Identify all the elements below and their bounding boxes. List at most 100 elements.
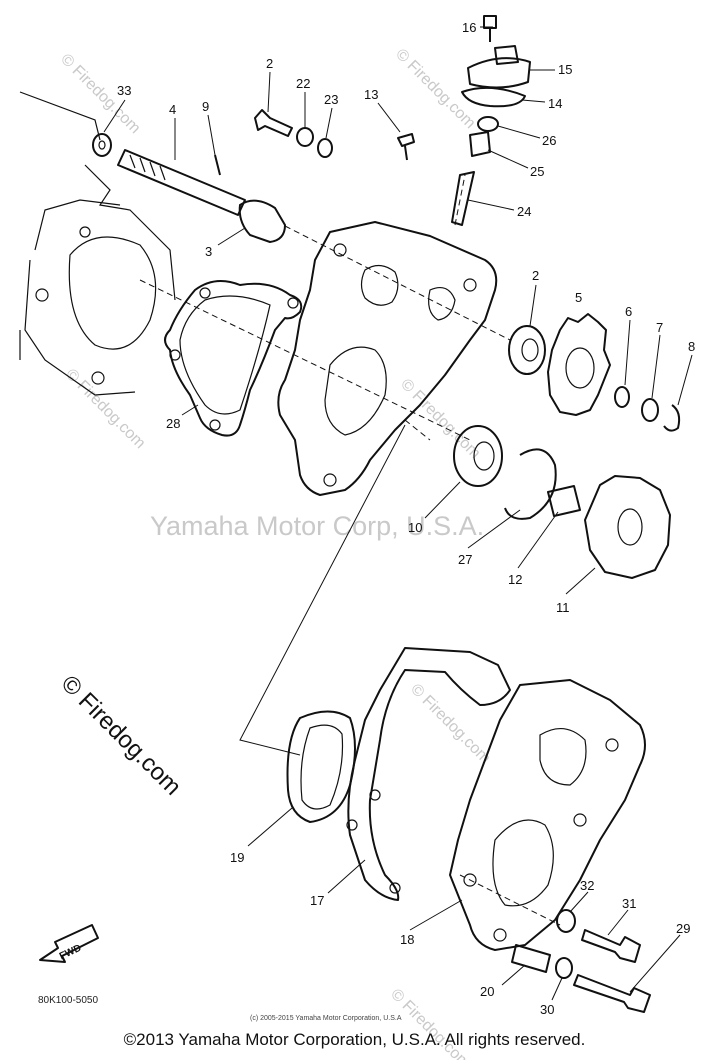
leader-27 — [467, 509, 521, 549]
gear-11 — [584, 475, 671, 579]
washer-33-hole — [98, 140, 106, 150]
cover-housing — [277, 221, 498, 496]
gear-5 — [547, 313, 611, 416]
watermark-small-5: © Firedog.com — [407, 681, 493, 767]
callout-8: 8 — [688, 339, 695, 354]
leader-32 — [569, 891, 589, 913]
washer-33 — [92, 133, 112, 157]
screw-13 — [397, 133, 415, 161]
pin-12 — [547, 485, 581, 517]
gear-11-hub — [617, 508, 643, 546]
washer-32 — [556, 909, 576, 933]
callout-26: 26 — [542, 133, 556, 148]
gasket-28-hole-3 — [169, 349, 181, 361]
screw-16 — [483, 15, 497, 42]
leader-9 — [207, 114, 216, 156]
watermark-small-3: © Firedog.com — [62, 366, 148, 452]
callout-24: 24 — [517, 204, 531, 219]
callout-15: 15 — [558, 62, 572, 77]
fwd-label: FWD — [58, 943, 83, 963]
bushing-25 — [469, 131, 491, 157]
leader-11 — [565, 567, 596, 595]
fwd-arrow: FWD — [39, 924, 99, 963]
bolt-31 — [581, 929, 641, 963]
callout-30: 30 — [540, 1002, 554, 1017]
leader-29 — [629, 934, 681, 993]
leader-13 — [377, 102, 401, 133]
callout-28: 28 — [166, 416, 180, 431]
cover-18-bore — [492, 819, 554, 907]
watermark-small-2: © Firedog.com — [392, 46, 478, 132]
shaft-4-thread — [129, 154, 166, 181]
small-notice: (c) 2005-2015 Yamaha Motor Corporation, … — [250, 1015, 402, 1022]
leader-24 — [467, 199, 515, 211]
guide-line-lower — [459, 874, 561, 926]
callout-7: 7 — [656, 320, 663, 335]
lower-assembly — [286, 647, 651, 1013]
upper-assembly — [19, 15, 681, 756]
washer-7 — [641, 398, 659, 422]
crankcase-outline — [19, 91, 176, 396]
clip-8 — [663, 404, 681, 432]
callout-29: 29 — [676, 921, 690, 936]
washer-6 — [614, 386, 630, 408]
cover-housing-port-2 — [428, 287, 456, 321]
gasket-28-inner — [179, 295, 271, 415]
leader-18 — [409, 899, 463, 931]
fwd-arrow-icon — [39, 924, 99, 963]
seal-19 — [286, 710, 356, 823]
cover-housing-hole-2 — [463, 278, 477, 292]
leader-28 — [181, 404, 199, 416]
bearing-2 — [508, 325, 546, 375]
watermark-group: Yamaha Motor Corp, U.S.A. © Firedog.com … — [56, 46, 494, 1060]
callout-18: 18 — [400, 932, 414, 947]
cover-housing-opening — [324, 346, 387, 436]
seal-19-inner — [300, 724, 344, 810]
leader-14 — [521, 99, 546, 103]
housing-15 — [467, 45, 531, 89]
clip-27 — [504, 448, 557, 520]
drawing-code: 80K100-5050 — [38, 995, 98, 1006]
leader-33 — [103, 99, 126, 133]
cover-housing-port — [360, 264, 399, 306]
callout-2-upper: 2 — [266, 56, 273, 71]
leader-lines — [103, 26, 693, 1001]
callout-19: 19 — [230, 850, 244, 865]
bolt-29 — [573, 974, 651, 1013]
callout-5: 5 — [575, 290, 582, 305]
callout-23: 23 — [324, 92, 338, 107]
oring-26 — [477, 116, 499, 132]
callout-32: 32 — [580, 878, 594, 893]
callout-31: 31 — [622, 896, 636, 911]
leader-30 — [551, 977, 563, 1001]
callout-2-lower: 2 — [532, 268, 539, 283]
cover-18-hole-3 — [573, 813, 587, 827]
guide-line-1 — [284, 225, 511, 341]
washer-30 — [555, 957, 573, 979]
cover-18 — [449, 679, 646, 951]
leader-26 — [497, 125, 541, 139]
callout-27: 27 — [458, 552, 472, 567]
gasket-17-hole-3 — [389, 882, 401, 894]
gasket-14 — [461, 86, 526, 108]
cover-18-hole-2 — [463, 873, 477, 887]
bolt-2-upper — [254, 109, 293, 137]
leader-19 — [247, 807, 293, 847]
washer-22 — [296, 127, 314, 147]
pin-9 — [214, 154, 221, 176]
watermark-side: © Firedog.com — [56, 670, 187, 801]
gasket-28 — [164, 280, 303, 437]
leader-7 — [651, 334, 661, 399]
watermark-center: Yamaha Motor Corp, U.S.A. — [150, 511, 484, 541]
callout-33: 33 — [117, 83, 131, 98]
crankcase-hole — [35, 288, 49, 302]
cover-18-port — [539, 728, 587, 786]
crankcase-bore — [68, 236, 157, 350]
leader-3 — [217, 227, 246, 246]
callout-25: 25 — [530, 164, 544, 179]
callout-22: 22 — [296, 76, 310, 91]
leader-8 — [677, 354, 693, 406]
guide-line-3 — [404, 419, 431, 441]
shaft-4 — [117, 149, 246, 216]
gasket-28-hole — [199, 287, 211, 299]
